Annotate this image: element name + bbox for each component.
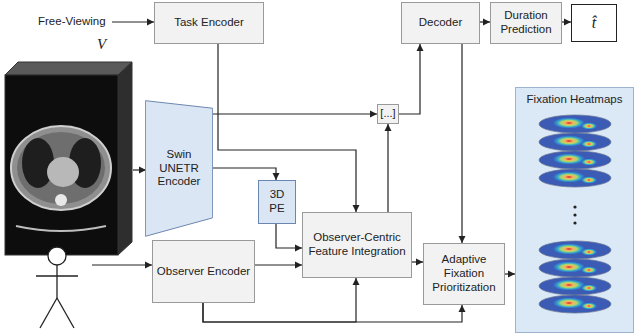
node-text: [...] (379, 107, 396, 120)
ct-volume (5, 62, 132, 255)
connector (562, 21, 571, 22)
encoder-box: Observer Encoder (152, 240, 255, 303)
heatmap-slice (539, 115, 611, 133)
node-text: Swin UNETR Encoder (145, 148, 213, 189)
concat-box: [...] (377, 104, 399, 124)
connector (203, 303, 462, 322)
decoder-box: Decoder (401, 2, 480, 44)
heatmap-slice (539, 133, 611, 151)
heatmap-slice (539, 241, 611, 259)
output-box: t̂ (571, 4, 617, 42)
heatmap-slice (539, 151, 611, 169)
encoder-trapezoid: Swin UNETR Encoder (145, 100, 213, 237)
process-box: Duration Prediction (490, 2, 562, 44)
node-text: Duration Prediction (491, 9, 561, 37)
node-text: 3D PE (259, 188, 295, 216)
node-text: Task Encoder (171, 16, 247, 30)
heatmap-slice (539, 277, 611, 295)
input-arrows (92, 22, 154, 265)
heatmap-slice (539, 169, 611, 187)
connector (387, 124, 388, 212)
volume-label: V (97, 36, 106, 53)
output-panel: Fixation Heatmaps (515, 87, 634, 333)
connector (213, 168, 276, 180)
connector (505, 273, 515, 274)
heatmap-slice (539, 295, 611, 313)
embedding-box: 3D PE (258, 180, 296, 224)
observer-figure (36, 247, 78, 328)
encoder-box: Task Encoder (154, 2, 264, 44)
ellipsis-dot (573, 221, 576, 224)
node-text: Fixation Heatmaps (524, 93, 626, 107)
heatmap-slice (539, 259, 611, 277)
process-box: Adaptive Fixation Prioritization (423, 243, 505, 305)
input-label: Free-Viewing (38, 15, 106, 27)
ellipsis-dot (573, 205, 576, 208)
connector (461, 44, 462, 243)
connector (213, 113, 377, 114)
node-text: Observer-Centric Feature Integration (303, 231, 411, 259)
node-text: Observer Encoder (154, 265, 253, 279)
connector (412, 261, 423, 262)
node-text: Adaptive Fixation Prioritization (424, 253, 504, 294)
node-text: t̂ (589, 13, 599, 32)
node-text: Decoder (416, 16, 465, 30)
connector (399, 44, 420, 114)
process-box: Observer-Centric Feature Integration (302, 212, 412, 278)
connector (276, 224, 302, 248)
connector (480, 21, 490, 22)
ellipsis-dot (573, 213, 576, 216)
connector (255, 264, 302, 265)
